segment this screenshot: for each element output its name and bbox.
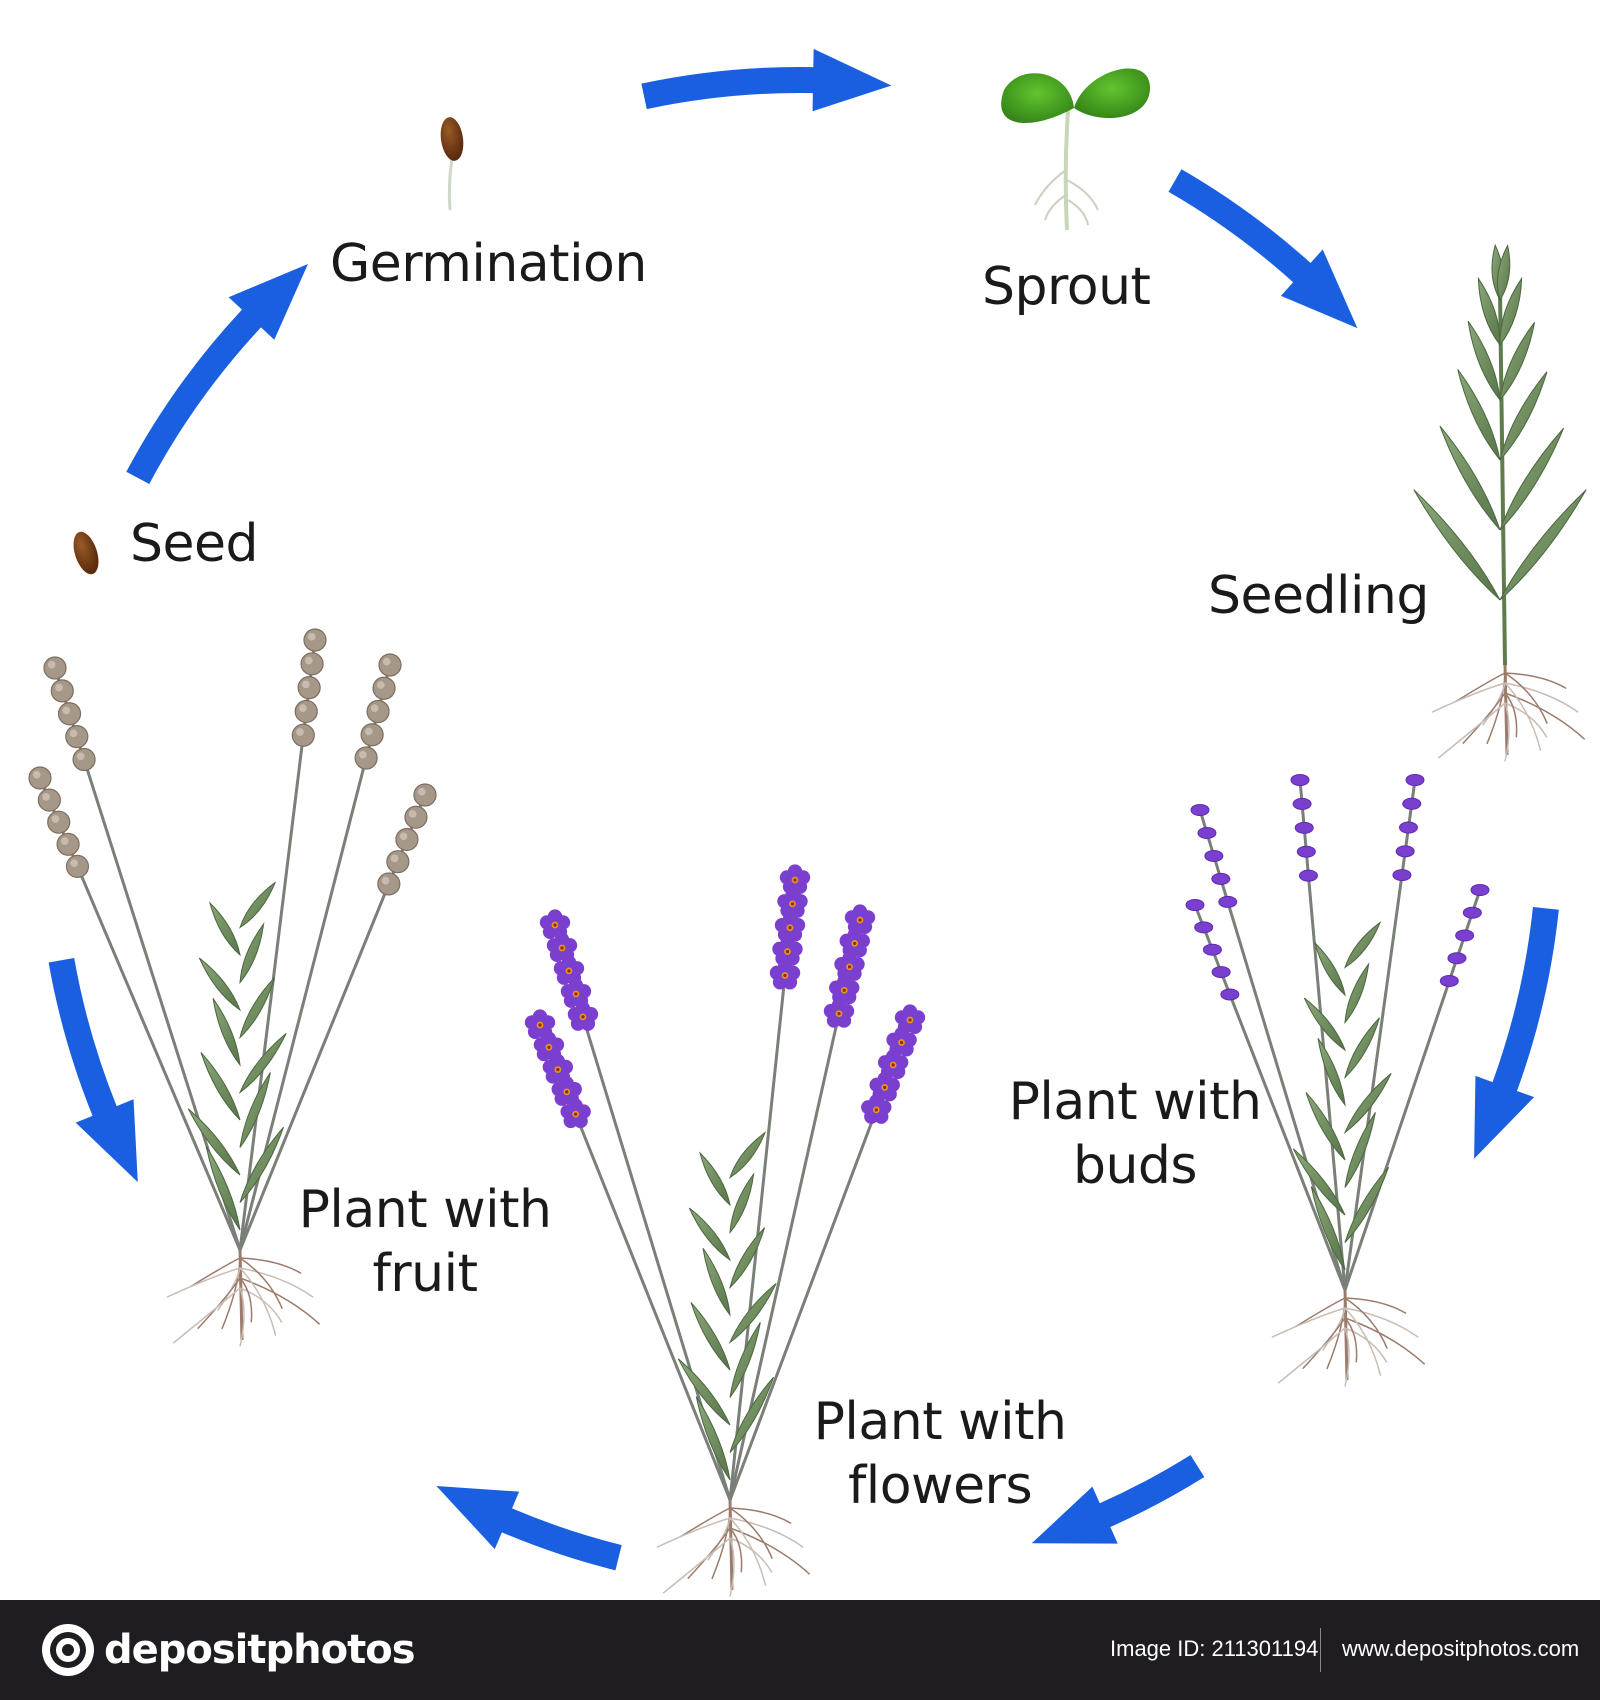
plant-with-buds-label: Plant with buds xyxy=(1000,1070,1270,1198)
arrow-icon xyxy=(1474,907,1559,1159)
plant-with-fruit-label: Plant with fruit xyxy=(290,1178,560,1306)
germination-label: Germination xyxy=(330,234,647,294)
plant-with-flowers-label-line2: flowers xyxy=(847,1456,1033,1516)
plant-with-buds-label-line2: buds xyxy=(1072,1136,1198,1196)
arrow-icon xyxy=(126,263,308,484)
plant-with-flowers-icon xyxy=(524,864,926,1597)
sprout-label: Sprout xyxy=(982,257,1151,317)
plant-with-fruit-icon xyxy=(28,628,437,1347)
arrow-icon xyxy=(1031,1455,1205,1544)
sprout-icon xyxy=(1001,68,1150,231)
site-url-text: www.depositphotos.com xyxy=(1342,1636,1580,1661)
arrow-icon xyxy=(1168,169,1358,329)
plant-with-fruit-label-line1: Plant with xyxy=(298,1180,552,1240)
seed-icon xyxy=(73,531,99,575)
plant-with-flowers-label-line1: Plant with xyxy=(813,1392,1067,1452)
footer-divider xyxy=(1320,1628,1321,1672)
arrow-icon xyxy=(436,1485,622,1571)
germinating-seed-icon xyxy=(440,117,464,211)
plant-with-fruit-label-line2: fruit xyxy=(372,1244,478,1304)
arrow-icon xyxy=(641,48,892,112)
plant-with-flowers-label: Plant with flowers xyxy=(805,1390,1075,1518)
seedling-icon xyxy=(1413,243,1587,762)
brand-logo-text: depositphotos xyxy=(104,1627,416,1673)
image-id-text: Image ID: 211301194 xyxy=(1110,1636,1319,1661)
camera-logo-icon xyxy=(42,1624,94,1676)
cycle-arrows xyxy=(48,48,1559,1571)
stock-footer-bar: depositphotos Image ID: 211301194 www.de… xyxy=(0,1600,1600,1700)
plant-with-buds-label-line1: Plant with xyxy=(1008,1072,1262,1132)
arrow-icon xyxy=(48,957,138,1183)
seedling-label: Seedling xyxy=(1208,566,1429,626)
life-cycle-diagram xyxy=(28,48,1587,1597)
seed-label: Seed xyxy=(130,514,259,574)
plant-with-buds-icon xyxy=(1185,774,1490,1387)
